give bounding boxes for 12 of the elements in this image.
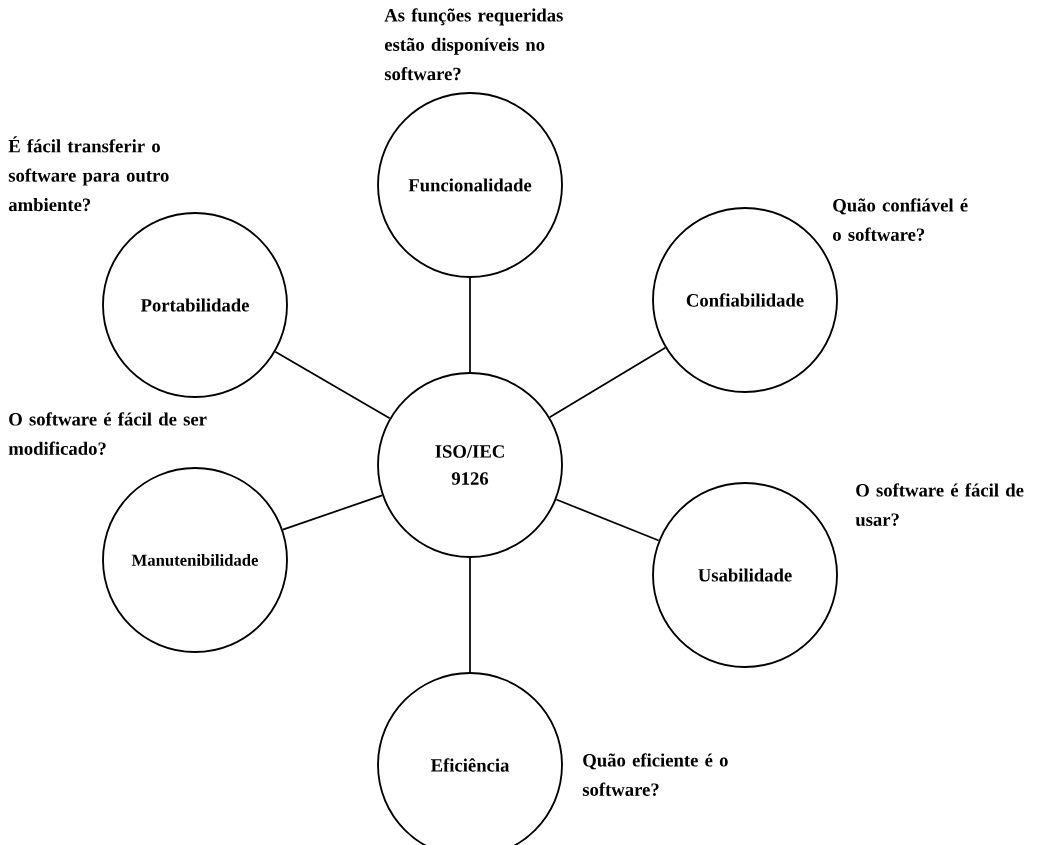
connector-line [281, 494, 384, 531]
question-text: As funções requeridas estão disponíveis no software? [384, 8, 563, 81]
question-text: O software é fácil de usar? [855, 483, 1024, 526]
question-text: É fácil transferir o software para outro ambiente? [8, 136, 169, 212]
question-text: O software é fácil de ser modificado? [8, 412, 207, 455]
connector-line [274, 350, 391, 420]
connector-line [548, 346, 667, 419]
connector-line [555, 498, 660, 542]
connector-line [469, 277, 471, 373]
question-text: Quão eficiente é o software? [582, 753, 728, 797]
connector-line [469, 557, 471, 673]
question-text: Quão confiável é o software? [833, 198, 968, 241]
